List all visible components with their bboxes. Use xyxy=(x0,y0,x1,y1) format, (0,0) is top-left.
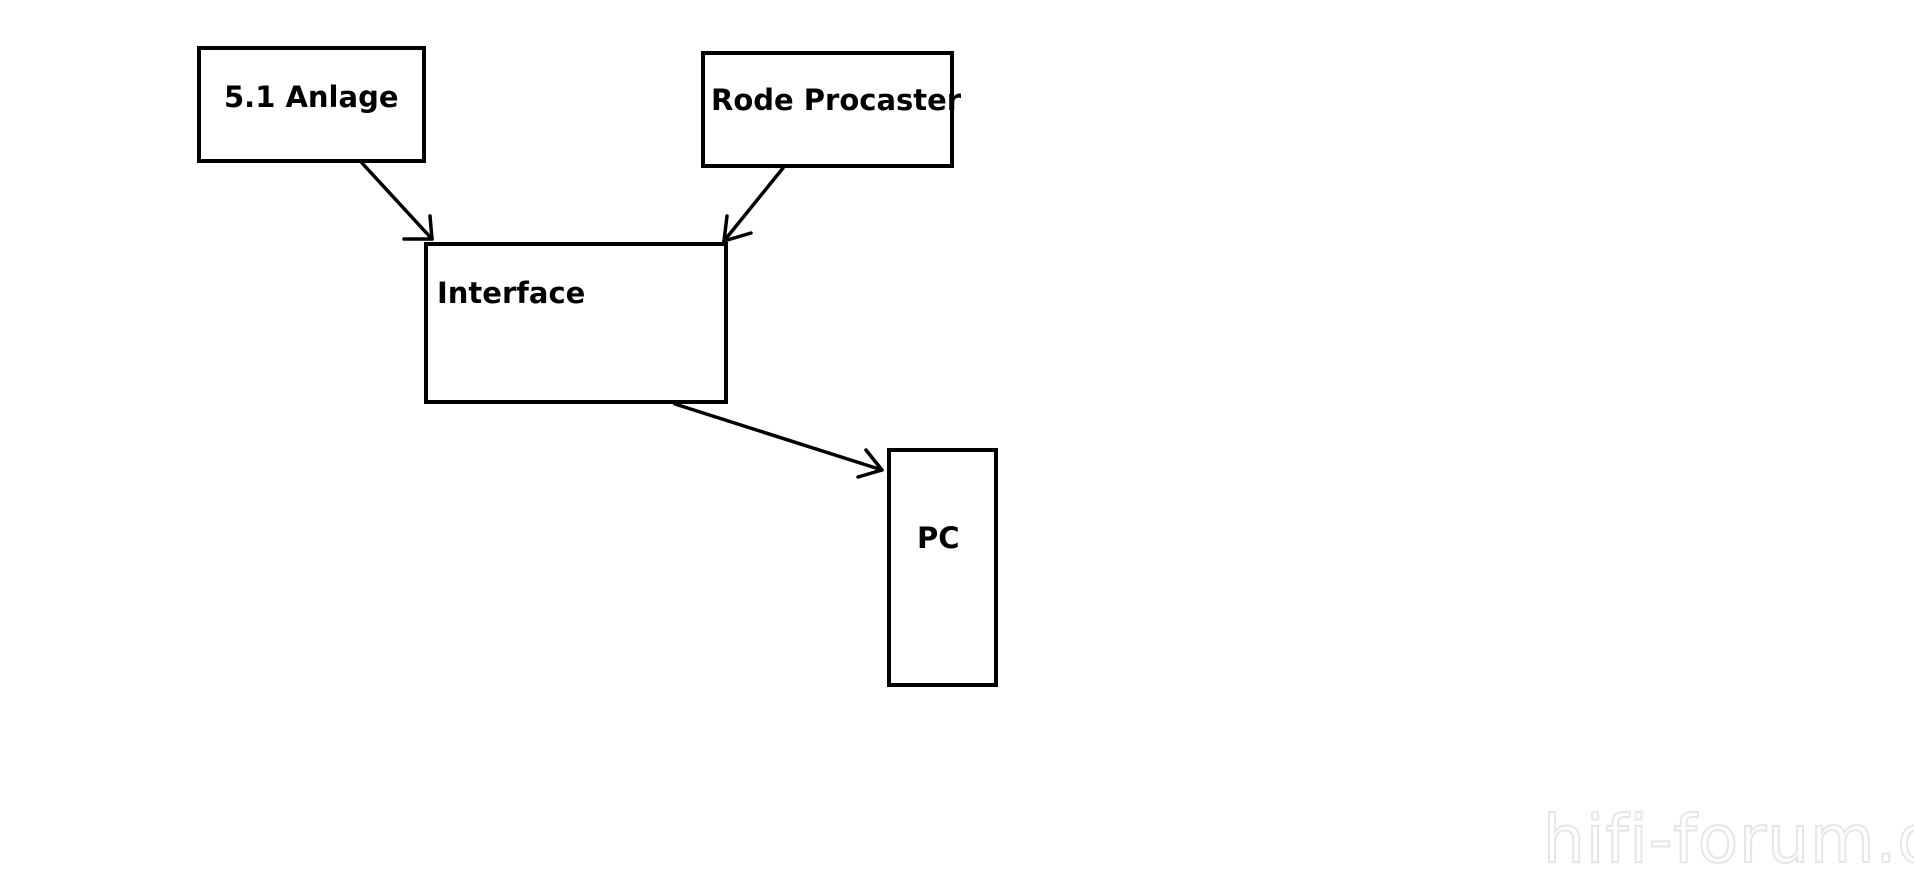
node-anlage-label: 5.1 Anlage xyxy=(224,80,399,114)
edge-procaster-to-interface xyxy=(722,166,785,243)
node-interface-box xyxy=(424,242,728,404)
edge-anlage-to-interface-line xyxy=(360,161,434,241)
edge-interface-to-pc-line xyxy=(673,402,884,472)
node-pc-box xyxy=(887,448,998,687)
edge-anlage-to-interface-arrowhead xyxy=(402,214,434,241)
edge-interface-to-pc xyxy=(673,402,884,479)
node-interface-label: Interface xyxy=(437,276,585,310)
edge-anlage-to-interface xyxy=(360,161,434,241)
node-anlage: 5.1 Anlage xyxy=(197,46,426,163)
edge-interface-to-pc-arrowhead xyxy=(856,448,884,479)
node-pc: PC xyxy=(887,448,998,687)
node-procaster-box xyxy=(701,51,954,168)
node-pc-label: PC xyxy=(917,521,960,555)
watermark-text: hifi-forum.de xyxy=(1543,801,1914,873)
node-interface: Interface xyxy=(424,242,728,404)
edge-procaster-to-interface-arrowhead xyxy=(722,214,753,243)
node-procaster: Rode Procaster xyxy=(701,51,962,168)
edge-procaster-to-interface-line xyxy=(722,166,785,243)
node-procaster-label: Rode Procaster xyxy=(711,83,962,117)
node-anlage-box xyxy=(197,46,426,163)
